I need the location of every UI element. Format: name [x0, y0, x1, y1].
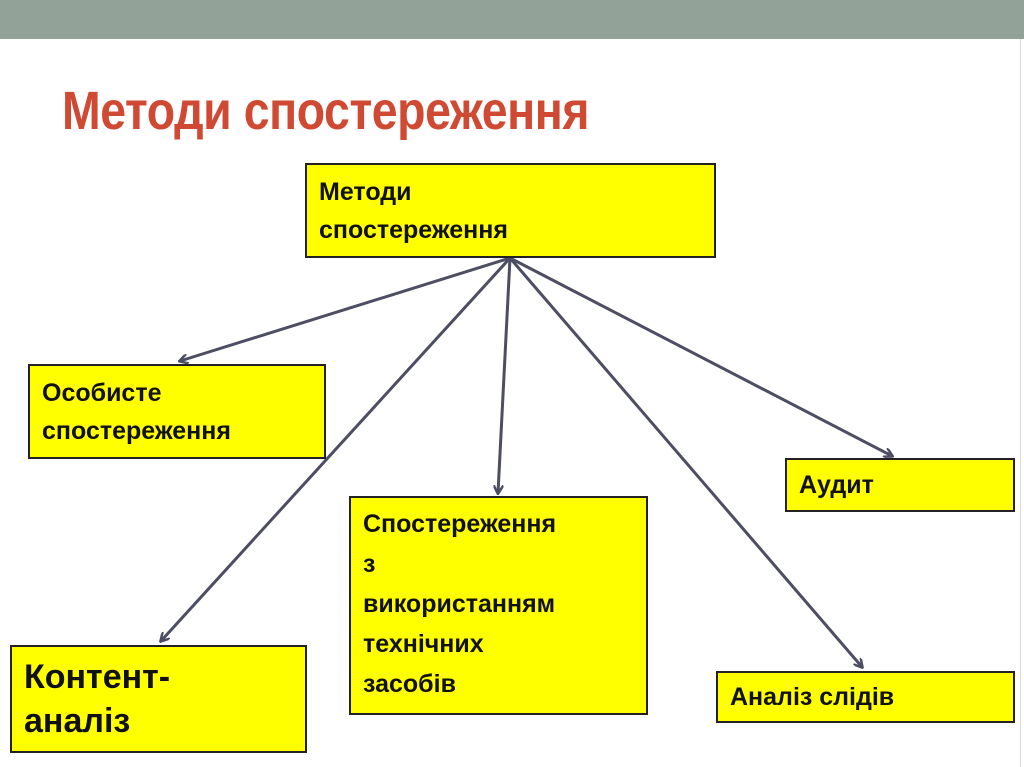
arrow-to-audit: [509, 256, 892, 456]
box-line: з: [363, 550, 376, 578]
box-line: Аналіз слідів: [730, 683, 895, 711]
trace-analysis-box: Аналіз слідів: [716, 671, 1015, 723]
root-box: Методи спостереження: [305, 163, 716, 258]
root-line-1: Методи: [319, 178, 412, 206]
top-bar: [0, 0, 1024, 39]
audit-box: Аудит: [785, 458, 1015, 512]
box-line: Спостереження: [363, 510, 557, 538]
box-line: Контент-: [24, 658, 171, 696]
arrow-to-content: [161, 256, 512, 641]
content-analysis-box: Контент- аналіз: [10, 645, 307, 753]
personal-observation-box: Особисте спостереження: [28, 364, 326, 459]
arrow-to-technical: [498, 257, 512, 493]
box-line: аналіз: [24, 702, 131, 740]
box-line: Особисте: [42, 379, 162, 407]
box-line: використанням: [363, 590, 556, 618]
box-line: засобів: [363, 670, 456, 698]
arrow-to-traces: [508, 257, 862, 667]
arrow-to-personal: [180, 256, 511, 361]
root-line-2: спостереження: [319, 216, 508, 244]
slide-title: Методи спостереження: [62, 81, 590, 141]
box-line: Аудит: [799, 471, 874, 499]
box-line: технічних: [363, 630, 484, 658]
slide-edge: [1020, 39, 1021, 767]
technical-observation-box: Спостереження з використанням технічних …: [349, 496, 648, 715]
box-line: спостереження: [42, 417, 231, 445]
